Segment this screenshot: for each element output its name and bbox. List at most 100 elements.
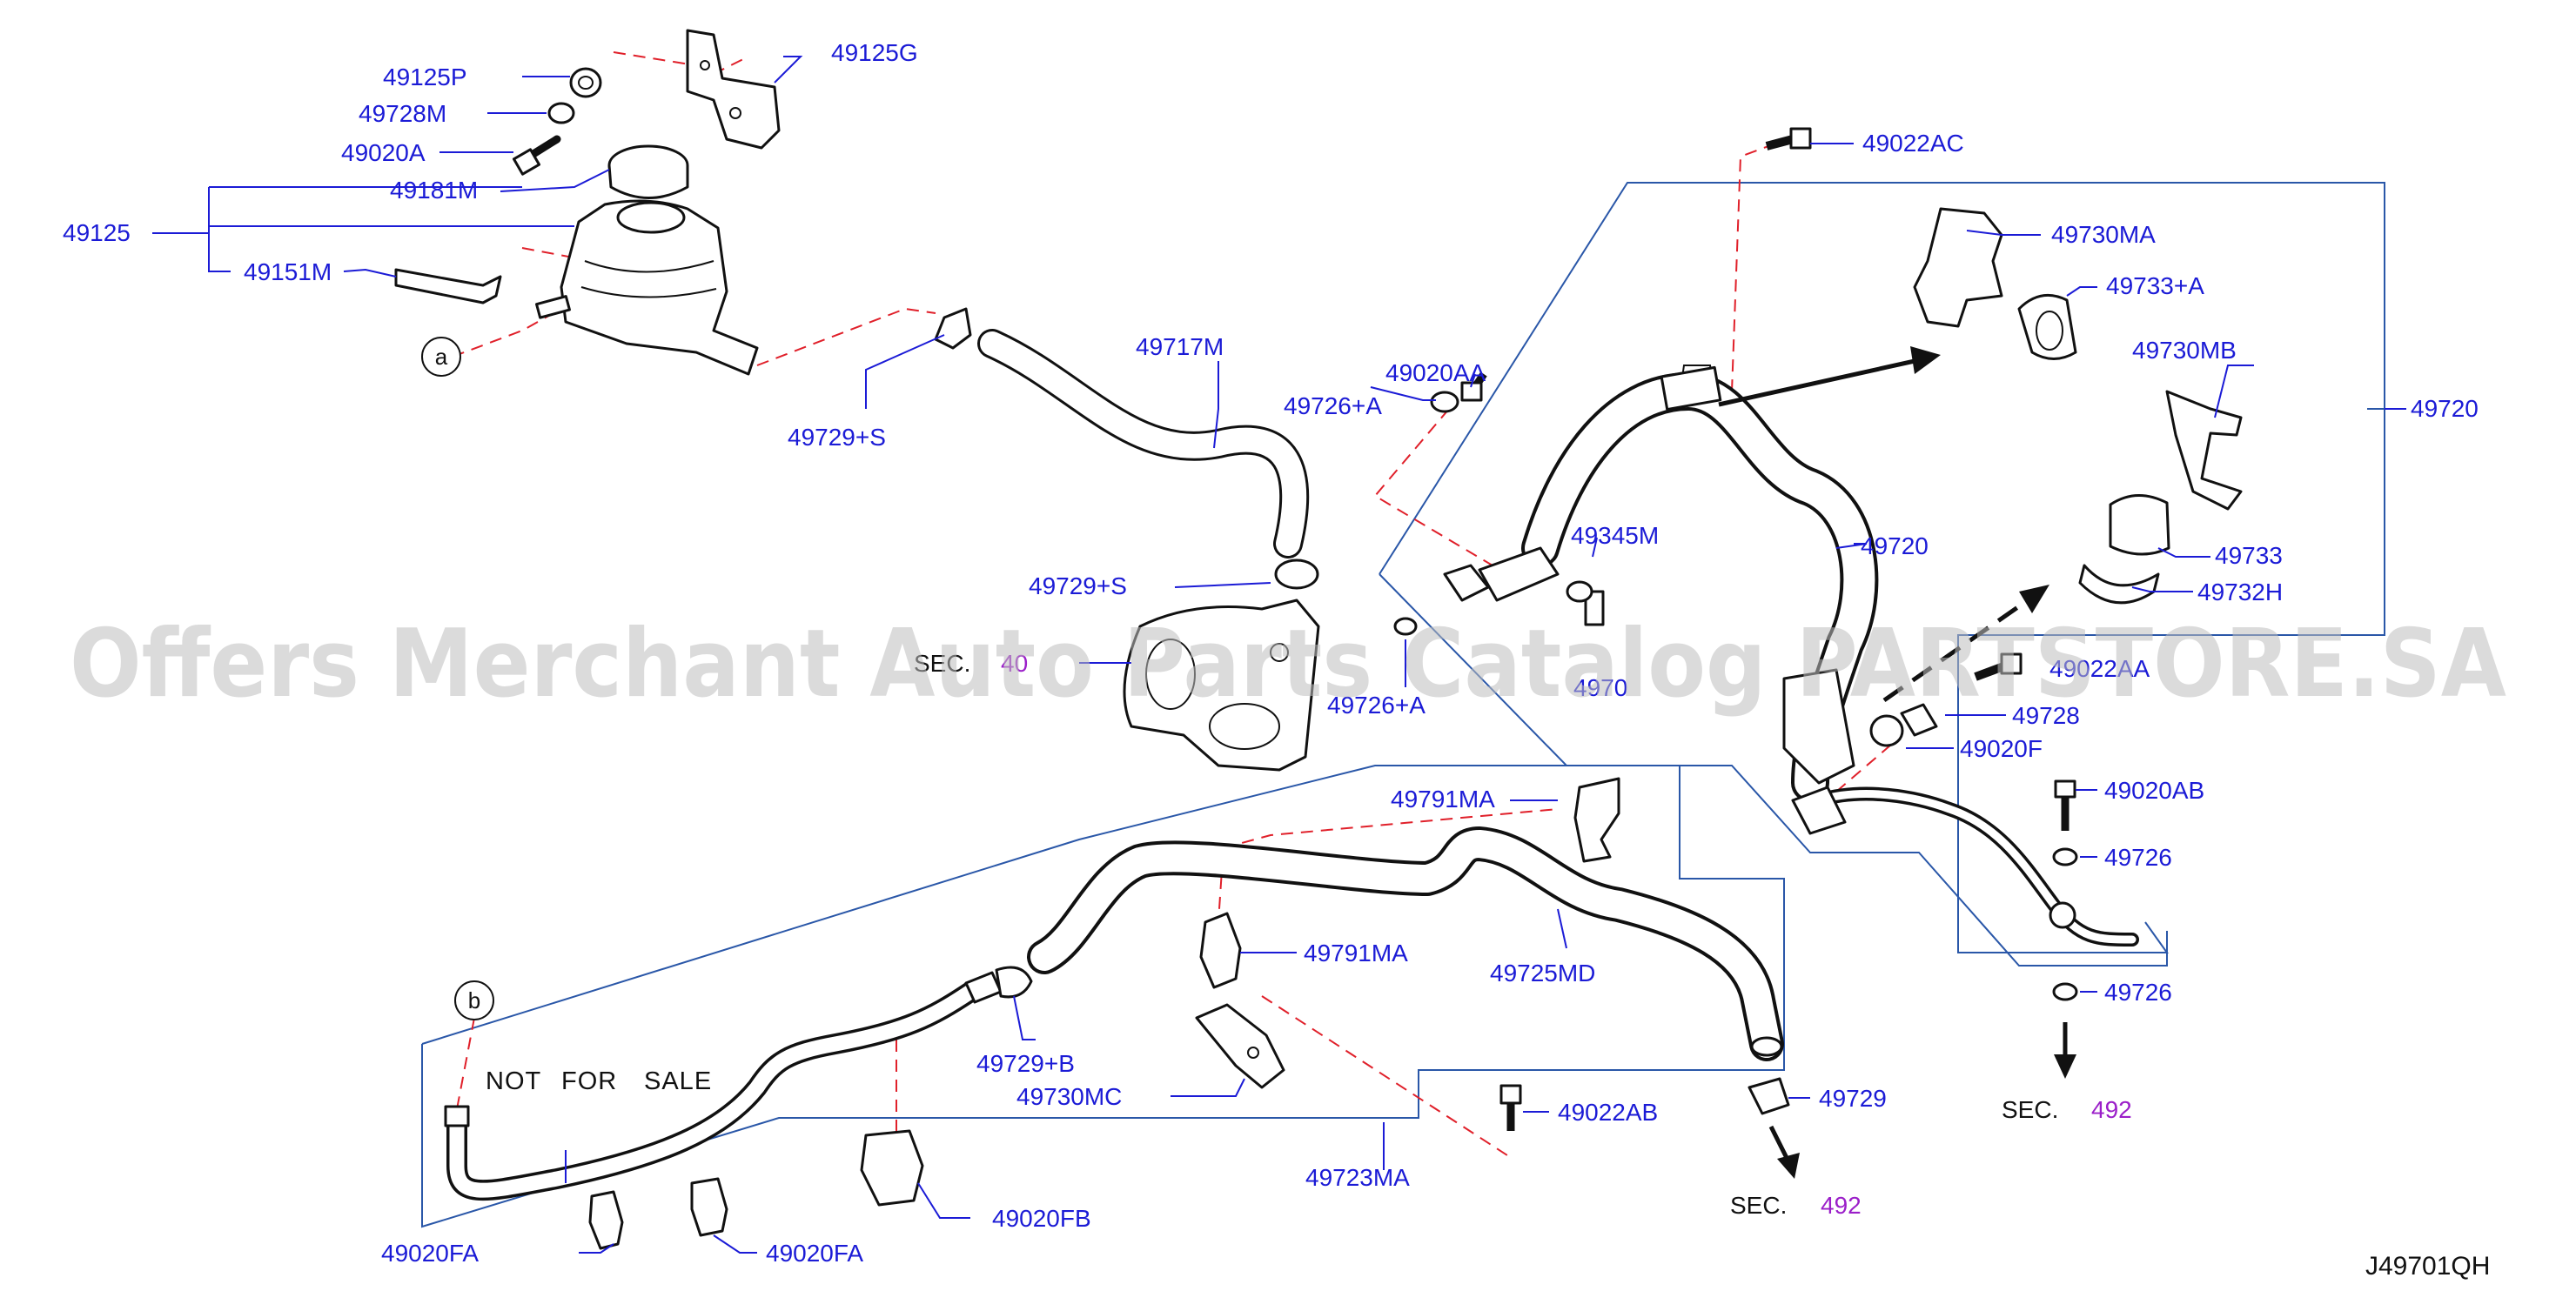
label-49729b: 49729+B xyxy=(976,1050,1075,1077)
label-49022ab: 49022AB xyxy=(1558,1099,1658,1126)
guide-ref-b xyxy=(456,1017,475,1110)
grommet-49733 xyxy=(2109,494,2170,556)
not-for-sale-note: NOT FOR SALE xyxy=(486,1067,712,1095)
clip-49020fa-left xyxy=(588,1190,624,1250)
label-49726a-upper: 49726+A xyxy=(1284,392,1382,419)
sec-ref-right-prefix: SEC. xyxy=(2002,1096,2058,1123)
label-49020a: 49020A xyxy=(341,139,426,166)
bolt-49020a xyxy=(512,135,561,176)
hose-end-49725md xyxy=(1750,1036,1783,1057)
group-box-49723ma xyxy=(421,765,1785,1228)
not-for-sale-word-2: FOR xyxy=(561,1067,617,1095)
hose-lower-collar xyxy=(1782,668,1855,785)
o-ring-49345m xyxy=(1566,580,1593,603)
direction-arrows xyxy=(1718,346,2076,1179)
label-49717m: 49717M xyxy=(1136,333,1224,360)
washer-49726a-upper xyxy=(1430,391,1459,413)
collar-49728 xyxy=(1900,703,1938,737)
label-49151m: 49151M xyxy=(244,258,332,285)
reference-circles: a b xyxy=(421,337,494,1020)
label-49020fa-right: 49020FA xyxy=(766,1240,863,1267)
bolt-49022ac xyxy=(1765,127,1812,151)
group-outlines xyxy=(421,182,2385,1228)
guide-reservoir-pump xyxy=(756,307,936,366)
label-49791ma-upper: 49791MA xyxy=(1391,786,1495,813)
label-49726-lower: 49726 xyxy=(2104,979,2172,1006)
guide-49020f xyxy=(1835,739,1898,793)
label-49020fb: 49020FB xyxy=(992,1205,1091,1232)
sec-ref-right-number: 492 xyxy=(2091,1096,2132,1123)
clip-49020fa-right xyxy=(690,1177,728,1237)
label-49733a: 49733+A xyxy=(2106,272,2204,299)
label-49728m: 49728M xyxy=(359,100,446,127)
label-49726a-lower: 49726+A xyxy=(1327,692,1426,719)
group-box-49720-upper xyxy=(1379,182,2385,953)
not-for-sale-word-3: SALE xyxy=(644,1067,712,1095)
clamp-49729b xyxy=(995,966,1033,999)
label-49020ab: 49020AB xyxy=(2104,777,2204,804)
label-49730mc: 49730MC xyxy=(1016,1083,1122,1110)
hose-bracket-upper xyxy=(1660,365,1722,411)
banjo-fitting xyxy=(1443,564,1490,602)
sec-ref-bottom-number: 492 xyxy=(1821,1192,1862,1219)
clip-49729s-lower xyxy=(1274,559,1319,590)
label-49020f: 49020F xyxy=(1960,735,2043,762)
reservoir-tank xyxy=(560,199,759,376)
label-49730ma: 49730MA xyxy=(2051,221,2156,248)
clamp-49730ma xyxy=(1913,207,2003,328)
label-49723ma: 49723MA xyxy=(1305,1164,1410,1191)
label-49728: 49728 xyxy=(2012,702,2080,729)
return-line-brackets xyxy=(588,777,1620,1250)
suction-hose-49717m xyxy=(977,329,1310,559)
grommet-49733a xyxy=(2017,293,2077,360)
sec-ref-bottom-prefix: SEC. xyxy=(1730,1192,1787,1219)
guide-49022ac xyxy=(1731,143,1776,392)
bolt-49022ab xyxy=(1499,1084,1522,1131)
label-49125g: 49125G xyxy=(831,39,918,66)
power-steering-pump xyxy=(1123,559,1320,772)
guide-bolt-49020aa xyxy=(1373,408,1493,566)
washer-49728m xyxy=(547,102,575,124)
section-references: SEC. 492 SEC. 492 SEC. 40 xyxy=(914,650,2132,1219)
ref-circle-b xyxy=(454,980,494,1020)
pump-body xyxy=(1123,599,1320,772)
bolt-49020aa xyxy=(1460,371,1487,402)
label-49725md: 49725MD xyxy=(1490,960,1595,987)
label-49729: 49729 xyxy=(1819,1085,1887,1112)
clip-49791ma-upper xyxy=(1573,777,1620,863)
clamp-49729 xyxy=(1748,1077,1790,1115)
grommet-49020f xyxy=(1869,714,1904,747)
guide-ref-a xyxy=(452,286,601,358)
reservoir-nipple xyxy=(535,295,571,319)
arrow-sec492-bottom xyxy=(1768,1125,1791,1163)
ref-a-label: a xyxy=(435,344,448,370)
label-49720-right: 49720 xyxy=(2411,395,2479,422)
label-49733: 49733 xyxy=(2215,542,2283,569)
label-49729s-lower: 49729+S xyxy=(1029,572,1127,599)
diagram-code: J49701QH xyxy=(2365,1252,2490,1281)
bolt-49020ab xyxy=(2054,779,2076,831)
label-49022aa: 49022AA xyxy=(2049,655,2150,682)
bracket-49730mb xyxy=(2165,390,2243,511)
label-49791ma-lower: 49791MA xyxy=(1304,940,1408,967)
guide-grommet-bracket xyxy=(613,51,749,71)
washer-49726-lower xyxy=(2052,982,2078,1001)
label-49020aa: 49020AA xyxy=(1385,359,1486,386)
label-49720-hose: 49720 xyxy=(1861,532,1929,559)
label-49020fa-left: 49020FA xyxy=(381,1240,479,1267)
hose-fitting-pump xyxy=(1478,546,1560,602)
watermark-text: Offers Merchant Auto Parts Catalog PARTS… xyxy=(70,610,2506,719)
label-49345m: 49345M xyxy=(1571,522,1659,549)
part-number-labels: 49125P 49125G 49728M 49020A 49181M 49125… xyxy=(63,39,2479,1267)
clamp-49732h xyxy=(2078,564,2160,605)
label-49125p: 49125P xyxy=(383,64,467,90)
grommet-49125p xyxy=(569,67,602,98)
label-4970x-partial: 4970 xyxy=(1573,674,1627,701)
sec-ref-pump-number: 40 xyxy=(1001,650,1028,677)
pressure-hose-49720 xyxy=(1393,127,2139,947)
clip-49020fb xyxy=(860,1129,924,1207)
clip-49729s-upper xyxy=(934,307,972,350)
label-49181m: 49181M xyxy=(390,177,478,204)
